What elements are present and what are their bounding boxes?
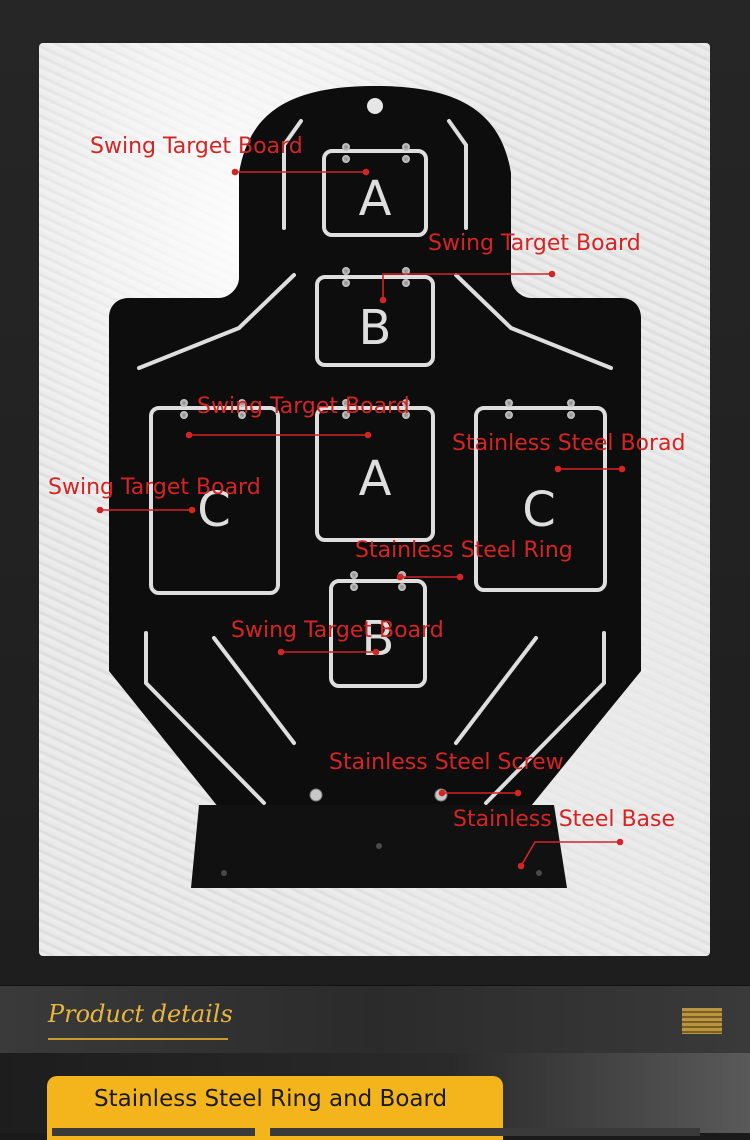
plate-letter: B [359,300,392,356]
feature-image-strip [270,1128,700,1136]
plate-letter: C [522,482,556,538]
callout-label: Swing Target Board [48,475,261,500]
callout-label: Stainless Steel Ring [355,538,573,563]
target-silhouette [109,86,641,833]
callout-label: Swing Target Board [90,134,303,159]
feature-image-strip [52,1128,255,1136]
section-title: Product details [48,1000,233,1028]
plate-letter: C [197,482,231,538]
plate-letter: B [362,611,395,667]
plate-letter: A [359,171,392,227]
plate-letter: A [359,451,392,507]
target-illustration: A B A C C B [96,86,641,888]
gold-texture-icon [682,1008,722,1034]
product-image: A B A C C B Swing Target Board [39,43,710,956]
section-title-underline [48,1038,228,1040]
callout-label: Swing Target Board [197,394,410,419]
callout-label: Swing Target Board [428,231,641,256]
feature-tab-label: Stainless Steel Ring and Board [94,1086,448,1112]
callout-label: Stainless Steel Screw [329,750,564,775]
callout-label: Stainless Steel Borad [452,431,686,456]
callout-label: Stainless Steel Base [453,807,676,832]
product-details-header: Product details [0,985,750,1055]
callout-label: Swing Target Board [231,618,444,643]
